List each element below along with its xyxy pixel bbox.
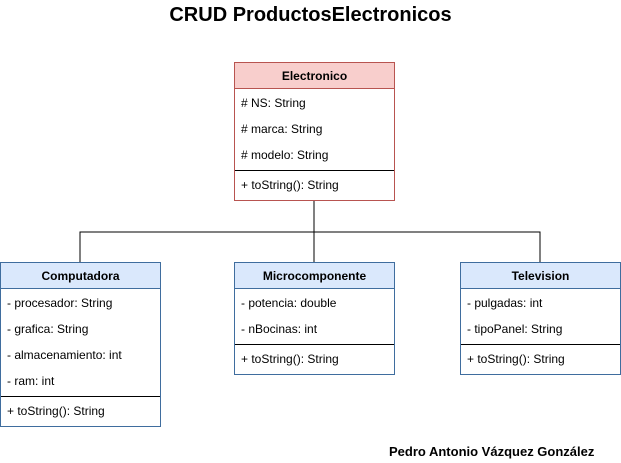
methods-section: + toString(): String — [461, 344, 620, 374]
attributes-section: # NS: String # marca: String # modelo: S… — [235, 89, 394, 170]
class-name-television: Television — [461, 263, 620, 289]
attribute-marca: # marca: String — [241, 122, 323, 136]
methods-section: + toString(): String — [235, 344, 394, 374]
attribute-tipopanel: - tipoPanel: String — [467, 322, 563, 336]
attribute-modelo: # modelo: String — [241, 148, 329, 162]
connector-computadora — [79, 231, 314, 262]
attribute-potencia: - potencia: double — [241, 296, 337, 310]
method-tostring: + toString(): String — [241, 178, 339, 192]
class-name-computadora: Computadora — [1, 263, 160, 289]
attribute-almacenamiento: - almacenamiento: int — [7, 348, 122, 362]
attribute-nbocinas: - nBocinas: int — [241, 322, 318, 336]
connector-television — [314, 231, 541, 262]
attribute-procesador: - procesador: String — [7, 296, 113, 310]
attribute-ns: # NS: String — [241, 96, 306, 110]
method-tostring: + toString(): String — [7, 404, 105, 418]
attributes-section: - pulgadas: int - tipoPanel: String — [461, 289, 620, 344]
method-tostring: + toString(): String — [241, 352, 339, 366]
class-microcomponente[interactable]: Microcomponente - potencia: double - nBo… — [234, 262, 395, 375]
methods-section: + toString(): String — [235, 170, 394, 200]
class-computadora[interactable]: Computadora - procesador: String - grafi… — [0, 262, 161, 427]
method-tostring: + toString(): String — [467, 352, 565, 366]
attribute-grafica: - grafica: String — [7, 322, 89, 336]
class-electronico[interactable]: Electronico # NS: String # marca: String… — [234, 62, 395, 201]
methods-section: + toString(): String — [1, 396, 160, 426]
author-name: Pedro Antonio Vázquez González — [389, 444, 595, 459]
class-name-microcomponente: Microcomponente — [235, 263, 394, 289]
class-name-electronico: Electronico — [235, 63, 394, 89]
attributes-section: - procesador: String - grafica: String -… — [1, 289, 160, 396]
attribute-ram: - ram: int — [7, 374, 55, 388]
attribute-pulgadas: - pulgadas: int — [467, 296, 543, 310]
class-television[interactable]: Television - pulgadas: int - tipoPanel: … — [460, 262, 621, 375]
diagram-title: CRUD ProductosElectronicos — [169, 4, 452, 26]
attributes-section: - potencia: double - nBocinas: int — [235, 289, 394, 344]
